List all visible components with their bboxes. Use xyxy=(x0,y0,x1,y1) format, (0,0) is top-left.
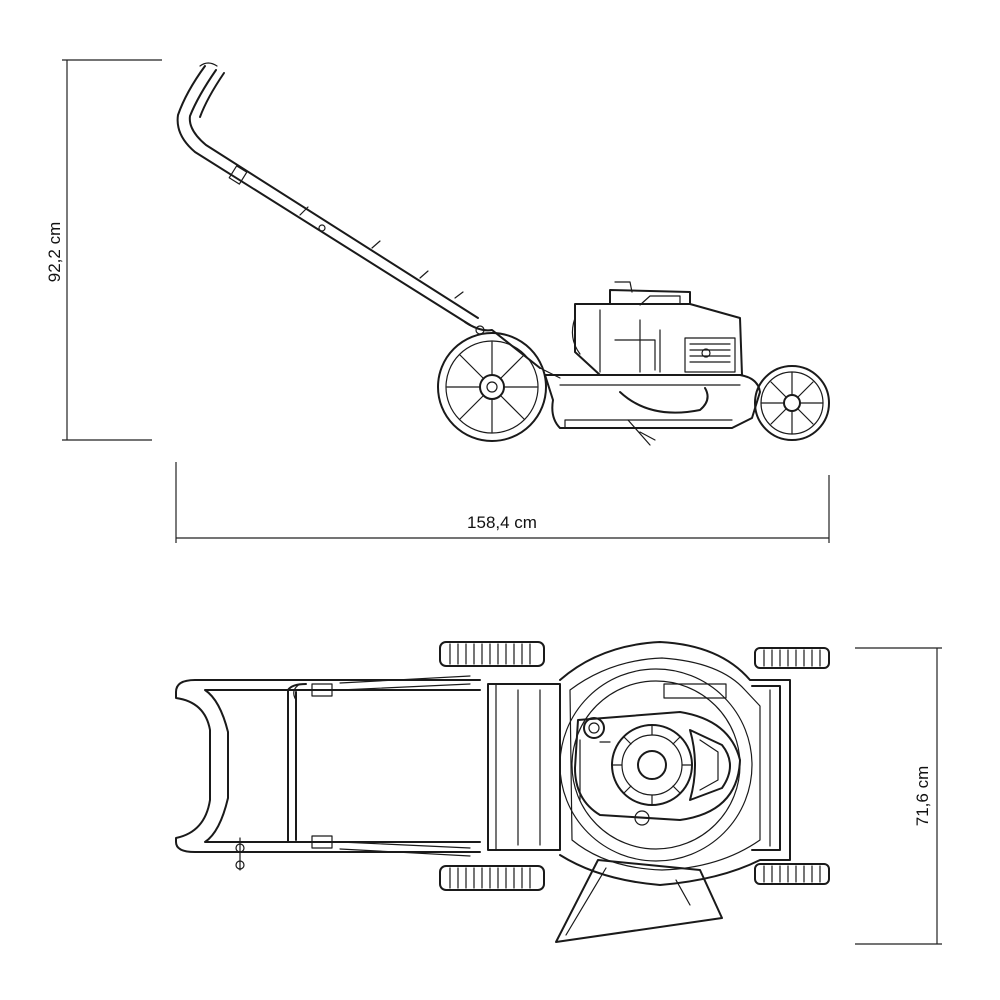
height-label: 92,2 cm xyxy=(45,222,64,282)
height-dimension: 92,2 cm xyxy=(45,59,162,441)
top-handle xyxy=(175,675,481,871)
top-engine xyxy=(574,711,741,826)
side-view: 92,2 cm xyxy=(45,59,830,446)
side-rear-wheel xyxy=(437,332,547,442)
side-engine xyxy=(571,281,743,376)
side-front-wheel xyxy=(754,365,830,441)
top-deck xyxy=(487,641,791,886)
top-rear-wheels xyxy=(439,641,545,891)
width-dimension: 71,6 cm xyxy=(855,647,942,945)
length-dimension: 158,4 cm xyxy=(175,462,830,543)
width-label: 71,6 cm xyxy=(913,766,932,826)
top-front-wheels xyxy=(754,647,830,885)
top-view xyxy=(175,641,830,943)
side-handle xyxy=(176,62,541,369)
side-deck xyxy=(539,367,761,446)
top-discharge-chute xyxy=(555,859,723,943)
length-label: 158,4 cm xyxy=(467,513,537,532)
